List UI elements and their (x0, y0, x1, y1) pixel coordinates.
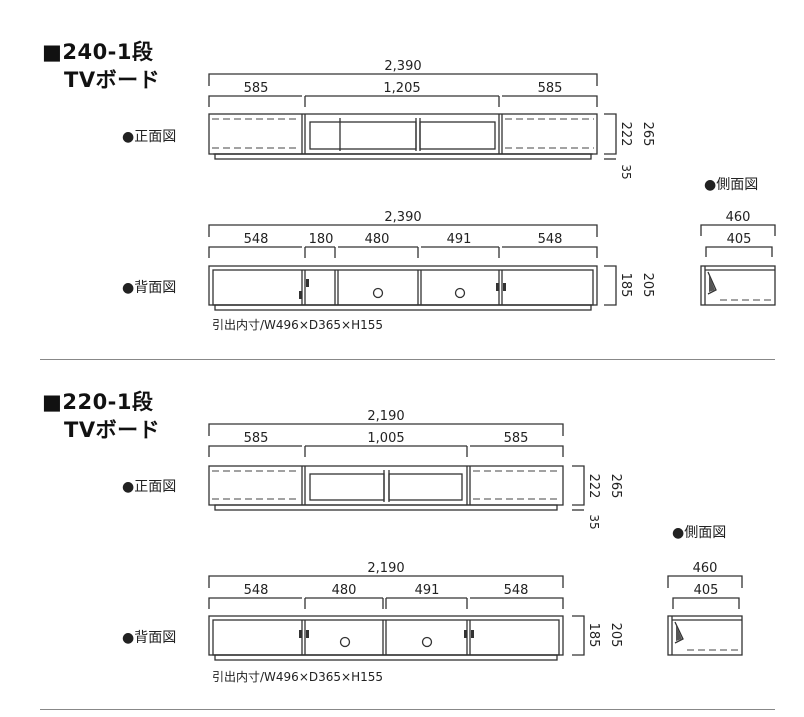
side-total-depth-2: 460 (693, 561, 718, 576)
back-total-width: 2,390 (384, 210, 421, 225)
section-1-model: ■240-1段 (42, 40, 154, 64)
back-seg-3-2: 491 (415, 583, 440, 598)
section-2-drawer-note: 引出内寸/W496×D365×H155 (212, 670, 383, 684)
back-view-cabinet-2 (208, 615, 564, 661)
side-dimension-lines-2 (667, 575, 743, 609)
section-1-drawing: 2,390 585 1,205 585 222 265 35 (208, 59, 776, 311)
front-total-width-2: 2,190 (367, 409, 404, 424)
section-1-drawer-note: 引出内寸/W496×D365×H155 (212, 318, 383, 332)
back-seg-1: 548 (244, 232, 269, 247)
section-2-title: ■220-1段 TVボード (42, 388, 160, 444)
back-seg-2: 180 (309, 232, 334, 247)
front-dimension-lines-2 (208, 423, 564, 457)
back-seg-4: 491 (447, 232, 472, 247)
side-hinge-2 (676, 625, 682, 641)
back-seg-1-2: 548 (244, 583, 269, 598)
back-seg-5: 548 (538, 232, 563, 247)
back-height-dimension-2 (572, 615, 585, 656)
front-base-height-2: 35 (587, 514, 601, 529)
front-height-inner: 222 (618, 122, 633, 147)
section-1-side-label: ●側面図 (704, 177, 759, 193)
section-1-title: ■240-1段 TVボード (42, 38, 160, 94)
back-dimension-lines-2 (208, 575, 564, 609)
back-height-total: 205 (640, 273, 655, 298)
section-2-drawing: 2,190 585 1,005 585 222 265 35 2 (208, 409, 743, 661)
back-seg-2-2: 480 (332, 583, 357, 598)
front-seg-1: 585 (244, 81, 269, 96)
front-base-height: 35 (619, 164, 633, 179)
section-2-back-label: ●背面図 (122, 630, 177, 646)
section-2-model: ■220-1段 (42, 390, 154, 414)
front-height-inner-2: 222 (586, 474, 601, 499)
section-2-front-label: ●正面図 (122, 479, 177, 495)
section-divider-1 (40, 359, 775, 360)
section-1-back-label: ●背面図 (122, 280, 177, 296)
side-inner-depth-2: 405 (694, 583, 719, 598)
front-height-dimension-2 (572, 465, 585, 511)
front-seg-3: 585 (538, 81, 563, 96)
front-dimension-lines (208, 73, 598, 107)
back-total-width-2: 2,190 (367, 561, 404, 576)
front-height-total: 265 (640, 122, 655, 147)
front-height-total-2: 265 (608, 474, 623, 499)
front-view-cabinet (208, 113, 598, 160)
side-inner-depth: 405 (727, 232, 752, 247)
front-view-cabinet-2 (208, 465, 564, 511)
section-2-product-name: TVボード (64, 418, 161, 442)
back-dimension-lines (208, 224, 598, 258)
section-1-front-label: ●正面図 (122, 129, 177, 145)
side-total-depth: 460 (726, 210, 751, 225)
front-seg-2-2: 1,005 (367, 431, 404, 446)
front-dashed-lines (212, 118, 594, 149)
side-dimension-lines (700, 224, 776, 257)
back-hinges-2 (299, 630, 474, 638)
side-view-cabinet-2 (667, 615, 743, 656)
front-dashed-lines-2 (212, 470, 560, 500)
section-divider-2 (40, 709, 775, 710)
front-height-dimension (604, 113, 617, 160)
side-view-cabinet (700, 265, 776, 306)
back-height-total-2: 205 (608, 623, 623, 648)
side-hinge (709, 275, 715, 292)
back-view-cabinet (208, 265, 598, 311)
back-height-inner: 185 (618, 273, 633, 298)
back-seg-4-2: 548 (504, 583, 529, 598)
front-seg-1-2: 585 (244, 431, 269, 446)
front-total-width: 2,390 (384, 59, 421, 74)
front-seg-3-2: 585 (504, 431, 529, 446)
back-seg-3: 480 (365, 232, 390, 247)
section-2-side-label: ●側面図 (672, 525, 727, 541)
section-1-product-name: TVボード (64, 68, 161, 92)
back-height-dimension (604, 265, 617, 306)
back-hinges (299, 279, 506, 299)
back-height-inner-2: 185 (586, 623, 601, 648)
front-seg-2: 1,205 (383, 81, 420, 96)
